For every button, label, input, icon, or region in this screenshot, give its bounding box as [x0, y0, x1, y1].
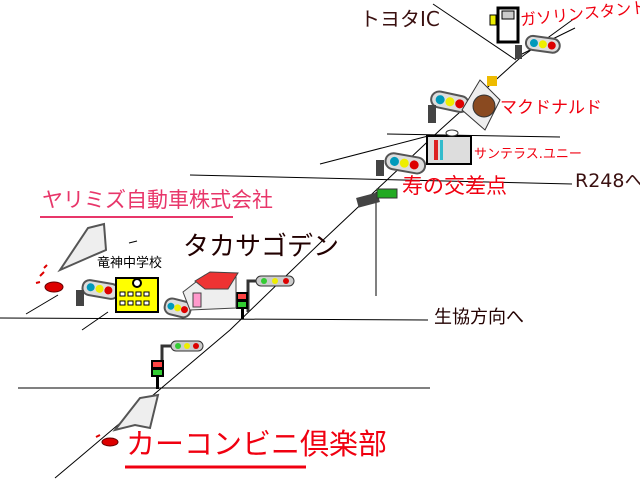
traffic-light-icon: [163, 297, 192, 319]
road-small-3: [128, 240, 138, 244]
label-r248: R248へ: [575, 170, 640, 192]
pointing-hand-icon: [95, 393, 160, 447]
label-ryujin-school: 竜神中学校: [97, 256, 163, 271]
label-mcdonalds: マクドナルド: [500, 98, 602, 118]
road-diagonal-left: [319, 134, 433, 165]
gas-pump-icon: [489, 6, 520, 44]
label-seikyo: 生協方向へ: [434, 307, 524, 328]
label-yarimizu: ヤリミズ自動車株式会社: [42, 188, 273, 212]
traffic-signal-pole-icon: [236, 275, 295, 319]
road-toyota-ic: [432, 3, 517, 61]
traffic-signal-pole-icon: [151, 340, 204, 389]
label-takasago: タカサゴデン: [183, 232, 340, 262]
label-kotobuki-intersection: 寿の交差点: [402, 174, 507, 198]
burger-icon: [461, 76, 501, 131]
traffic-light-icon: [81, 279, 120, 300]
road-seikyo: [0, 317, 429, 321]
road-r248: [189, 174, 573, 185]
pointing-hand-icon: [35, 222, 108, 293]
road-sunterrace: [386, 133, 561, 138]
house-icon: [182, 271, 239, 311]
shop-sign-icon: [356, 188, 398, 208]
school-building-icon: [115, 277, 159, 313]
label-toyota-ic: トヨタIC: [360, 7, 440, 31]
label-sunterrace: サンテラス.ユニー: [474, 147, 582, 162]
traffic-light-icon: [524, 34, 561, 54]
road-small-1: [25, 294, 59, 315]
road-small-2: [81, 311, 109, 331]
shopping-mall-icon: [426, 129, 472, 165]
traffic-light-icon: [384, 152, 427, 175]
label-carconvenience-club: カーコンビニ倶楽部: [126, 427, 388, 461]
